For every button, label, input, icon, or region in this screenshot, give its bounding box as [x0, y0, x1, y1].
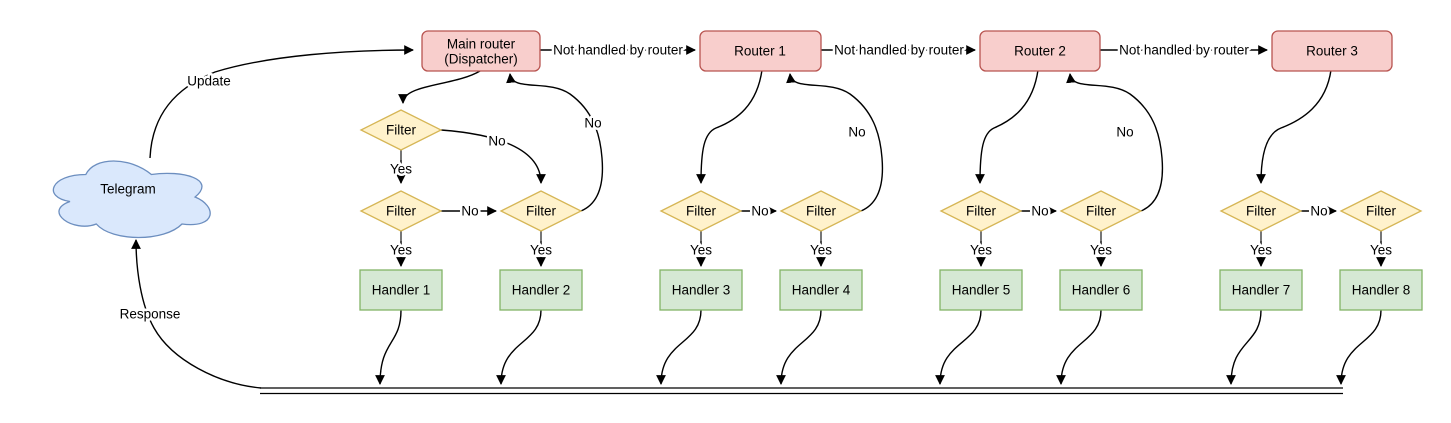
edge-handler4-to-bus [776, 309, 822, 385]
filter-label-h: Filter [1246, 204, 1277, 219]
edge-handler6-to-bus [1056, 309, 1102, 385]
yes-label-i: Yes [1370, 243, 1392, 258]
filter-label-e: Filter [806, 204, 837, 219]
filter-diamond-a [359, 109, 443, 151]
filter-label-g: Filter [1086, 204, 1117, 219]
filter-diamond-f [939, 190, 1023, 232]
filter-diamond-h [1219, 190, 1303, 232]
edge-router2-to-filter [975, 69, 1039, 184]
edge-filter-a-no [440, 129, 546, 184]
no-label-return-router2: No [1116, 125, 1133, 140]
edge-handler1-to-bus [375, 309, 402, 385]
yes-label-d: Yes [690, 243, 712, 258]
edges [131, 45, 1386, 395]
edge-handler2-to-bus [496, 309, 542, 385]
handler5-label: Handler 5 [952, 283, 1011, 298]
handler3-label: Handler 3 [672, 283, 731, 298]
not-handled-label-3: Not handled by router [1119, 43, 1249, 58]
yes-label-h: Yes [1250, 243, 1272, 258]
filter-label-a: Filter [386, 123, 417, 138]
filter-diamond-d [659, 190, 743, 232]
telegram-cloud [52, 160, 211, 239]
router1-label: Router 1 [734, 44, 786, 59]
filter-label-b: Filter [386, 204, 417, 219]
filter-diamond-c [499, 190, 583, 232]
edge-handler8-to-bus [1336, 309, 1382, 385]
not-handled-label-1: Not handled by router [553, 43, 683, 58]
handler5-node [939, 269, 1023, 311]
router3-node [1271, 30, 1393, 72]
handler1-label: Handler 1 [372, 283, 431, 298]
filter-label-d: Filter [686, 204, 717, 219]
handler8-label: Handler 8 [1352, 283, 1411, 298]
filter-label-c: Filter [526, 204, 557, 219]
no-label-filter-h: No [1310, 204, 1327, 219]
dispatcher-label-line1: Main router [447, 37, 516, 52]
edge-handler3-to-bus [656, 309, 702, 385]
update-label: Update [187, 74, 231, 89]
no-label-filter-b: No [461, 204, 478, 219]
router1-node [699, 30, 822, 72]
edge-update [149, 45, 414, 159]
handler4-label: Handler 4 [792, 283, 851, 298]
router2-node [979, 30, 1101, 72]
router2-label: Router 2 [1014, 44, 1066, 59]
filter-diamond-g [1059, 190, 1143, 232]
yes-label-e: Yes [810, 243, 832, 258]
cloud-label: Telegram [100, 182, 156, 197]
edge-router1-to-filter [696, 69, 763, 184]
edge-response [131, 239, 262, 389]
filter-diamond-e [779, 190, 863, 232]
dispatcher-label-line2: (Dispatcher) [444, 52, 518, 67]
not-handled-label-2: Not handled by router [834, 43, 964, 58]
handler2-node [499, 269, 583, 311]
edge-router3-to-filter [1256, 69, 1332, 184]
yes-label-f: Yes [970, 243, 992, 258]
no-label-filter-a: No [488, 134, 505, 149]
filter-diamond-i [1339, 190, 1423, 232]
yes-label-g: Yes [1090, 243, 1112, 258]
yes-label-c: Yes [530, 243, 552, 258]
filter-label-i: Filter [1366, 204, 1397, 219]
edge-no-return-main [506, 73, 604, 212]
filter-diamond-b [359, 190, 443, 232]
router3-label: Router 3 [1306, 44, 1358, 59]
yes-label-b: Yes [390, 243, 412, 258]
dispatcher-node [421, 30, 541, 72]
labels: Telegram Main router (Dispatcher) Router… [100, 37, 1411, 325]
nodes [52, 30, 1423, 311]
no-label-filter-d: No [751, 204, 768, 219]
handler3-node [659, 269, 743, 311]
filter-label-f: Filter [966, 204, 997, 219]
handler7-label: Handler 7 [1232, 283, 1291, 298]
edge-no-return-router1 [786, 73, 884, 212]
handler7-node [1219, 269, 1303, 311]
no-label-filter-f: No [1031, 204, 1048, 219]
handler6-label: Handler 6 [1072, 283, 1131, 298]
handler1-node [359, 269, 443, 311]
edge-handler5-to-bus [935, 309, 982, 385]
edge-handler7-to-bus [1226, 309, 1262, 385]
edge-no-return-router2 [1066, 73, 1164, 212]
handler6-node [1059, 269, 1143, 311]
handler8-node [1339, 269, 1423, 311]
yes-label-a: Yes [390, 162, 412, 177]
no-label-return-router1: No [848, 125, 865, 140]
edge-dispatcher-to-filter [398, 70, 481, 104]
response-label: Response [120, 307, 181, 322]
handler2-label: Handler 2 [512, 283, 571, 298]
handler4-node [779, 269, 863, 311]
no-label-return-main: No [584, 116, 601, 131]
